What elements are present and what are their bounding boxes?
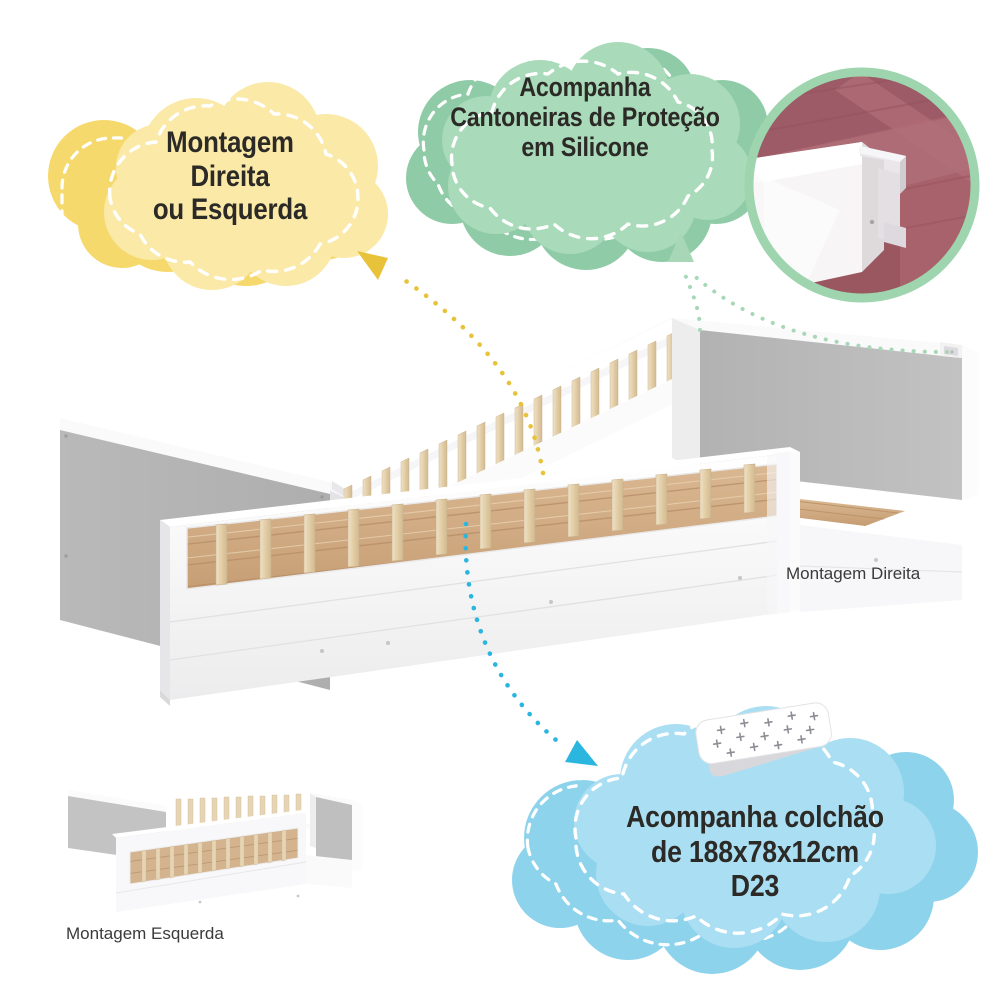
arrow-to-blue-cloud <box>463 521 598 766</box>
bed-alt-caption: Montagem Esquerda <box>66 924 224 943</box>
bed-main-render <box>60 314 978 706</box>
bed-main-caption: Montagem Direita <box>786 564 921 583</box>
arrow-to-green-cloud <box>668 232 949 354</box>
front-window-slats <box>215 463 756 586</box>
back-rail-slats <box>343 331 676 546</box>
cloud-yellow <box>48 82 388 310</box>
cloud-green <box>406 42 768 270</box>
cloud-blue <box>512 702 978 974</box>
silicone-corner-photo <box>744 67 980 303</box>
mattress-icon <box>695 702 832 777</box>
bed-alt-render <box>68 790 362 912</box>
arrow-to-yellow-cloud <box>357 251 546 476</box>
